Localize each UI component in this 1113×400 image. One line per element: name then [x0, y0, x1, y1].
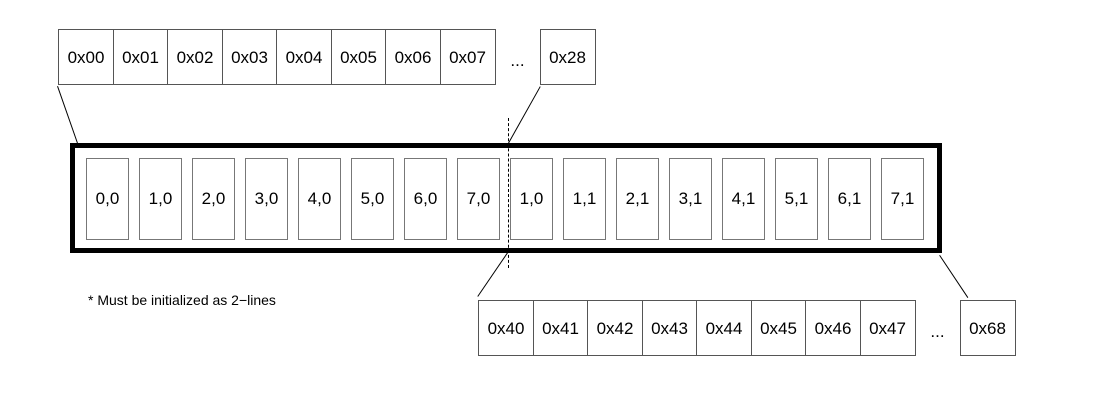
- top-address-cell: 0x01: [112, 29, 169, 85]
- top-address-cell: 0x07: [439, 29, 496, 85]
- bottom-row-ellipsis: ...: [930, 322, 945, 341]
- buffer-cell: 6,1: [828, 158, 871, 240]
- buffer-cell-strip: 0,0 1,0 2,0 3,0 4,0 5,0 6,0 7,0 1,0 1,1 …: [86, 158, 924, 240]
- buffer-cell: 1,0: [510, 158, 553, 240]
- buffer-cell: 4,0: [298, 158, 341, 240]
- buffer-cell: 4,1: [722, 158, 765, 240]
- bottom-address-tail-cell: 0x68: [959, 300, 1016, 356]
- footnote-text: * Must be initialized as 2−lines: [88, 292, 276, 308]
- buffer-cell: 1,1: [563, 158, 606, 240]
- top-address-cell: 0x04: [276, 29, 332, 85]
- top-row-ellipsis: ...: [510, 51, 525, 70]
- buffer-cell: 2,0: [192, 158, 235, 240]
- top-address-tail-cell: 0x28: [539, 29, 596, 85]
- top-address-cell: 0x06: [385, 29, 441, 85]
- bottom-address-cell: 0x43: [641, 300, 698, 356]
- bottom-address-cell: 0x45: [750, 300, 807, 356]
- bottom-address-cell: 0x47: [859, 300, 916, 356]
- top-address-cell: 0x00: [58, 29, 114, 85]
- leader-line-bottom-left: [477, 252, 508, 297]
- bottom-address-row: 0x40 0x41 0x42 0x43 0x44 0x45 0x46 0x47 …: [478, 300, 1016, 356]
- bottom-address-cell: 0x46: [805, 300, 861, 356]
- buffer-cell: 5,0: [351, 158, 394, 240]
- leader-line-top-left: [57, 86, 79, 144]
- buffer-cell: 5,1: [775, 158, 818, 240]
- bottom-address-cell: 0x40: [478, 300, 534, 356]
- line-split-divider: [508, 118, 509, 268]
- leader-line-bottom-right: [939, 255, 969, 298]
- bottom-address-cell: 0x44: [696, 300, 752, 356]
- buffer-cell: 1,0: [139, 158, 182, 240]
- buffer-cell: 3,0: [245, 158, 288, 240]
- buffer-cell: 3,1: [669, 158, 712, 240]
- top-address-cell: 0x02: [167, 29, 223, 85]
- top-address-cell: 0x03: [221, 29, 278, 85]
- buffer-cell: 6,0: [404, 158, 447, 240]
- buffer-cell: 0,0: [86, 158, 129, 240]
- bottom-address-cell: 0x41: [532, 300, 589, 356]
- buffer-cell: 7,0: [457, 158, 500, 240]
- buffer-cell: 2,1: [616, 158, 659, 240]
- buffer-cell: 7,1: [881, 158, 924, 240]
- bottom-address-cell: 0x42: [587, 300, 643, 356]
- top-address-row: 0x00 0x01 0x02 0x03 0x04 0x05 0x06 0x07 …: [58, 29, 596, 85]
- top-address-cell: 0x05: [330, 29, 387, 85]
- leader-line-top-right: [508, 86, 541, 144]
